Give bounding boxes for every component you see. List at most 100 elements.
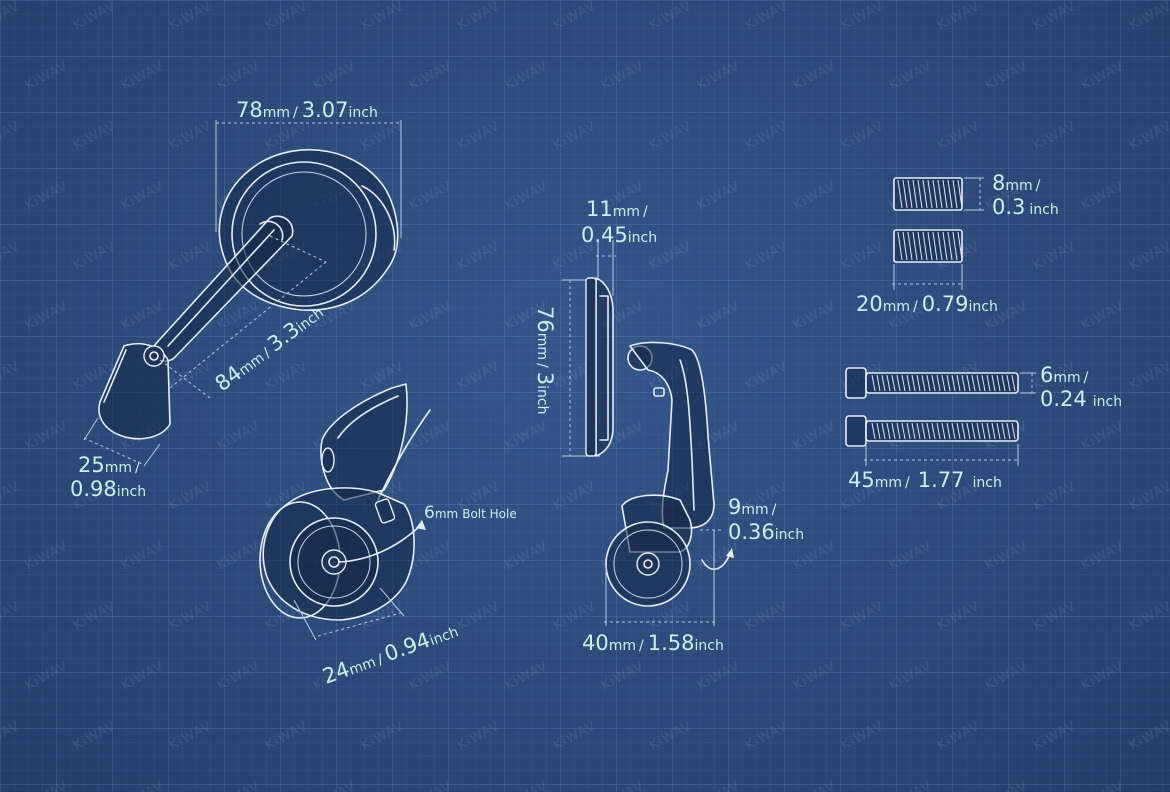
thread-line	[906, 374, 911, 392]
thread-line	[916, 422, 921, 440]
watermark-text: KiWAV	[263, 119, 311, 154]
thread-line	[936, 374, 941, 392]
watermark-text: KiWAV	[215, 419, 263, 454]
dim-mirror-height-label: 76mm/3inch	[533, 306, 557, 414]
thread-line	[896, 374, 901, 392]
thread-line	[902, 179, 908, 209]
watermark-text: KiWAV	[359, 0, 407, 34]
bolts-view	[845, 367, 1036, 466]
watermark-text: KiWAV	[935, 599, 983, 634]
thread-line	[886, 374, 891, 392]
watermark-text: KiWAV	[1031, 119, 1079, 154]
watermark-text: KiWAV	[0, 239, 23, 274]
thread-line	[901, 374, 906, 392]
watermark-text: KiWAV	[1031, 599, 1079, 634]
thread-line	[981, 374, 986, 392]
watermark-text: KiWAV	[1127, 239, 1170, 274]
watermark-text: KiWAV	[23, 539, 71, 574]
watermark-text: KiWAV	[695, 659, 743, 694]
watermark-text: KiWAV	[119, 779, 167, 792]
watermark-text: KiWAV	[359, 719, 407, 754]
watermark-text: KiWAV	[1079, 779, 1127, 792]
thread-line	[912, 179, 918, 209]
thread-line	[986, 422, 991, 440]
watermark-text: KiWAV	[215, 659, 263, 694]
watermark-text: KiWAV	[23, 659, 71, 694]
screw-threads	[897, 179, 963, 261]
watermark-text: KiWAV	[71, 0, 119, 34]
thread-line	[926, 422, 931, 440]
watermark-text: KiWAV	[935, 119, 983, 154]
watermark-text: KiWAV	[1079, 59, 1127, 94]
watermark-text: KiWAV	[407, 59, 455, 94]
watermark-text: KiWAV	[551, 0, 599, 34]
set-screws-view	[892, 177, 984, 290]
watermark-text: KiWAV	[455, 599, 503, 634]
watermark-text: KiWAV	[455, 719, 503, 754]
thread-line	[932, 179, 938, 209]
watermark-text: KiWAV	[1127, 359, 1170, 394]
thread-line	[901, 422, 906, 440]
watermark-text: KiWAV	[1127, 479, 1170, 514]
watermark-text: KiWAV	[887, 659, 935, 694]
watermark-text: KiWAV	[0, 599, 23, 634]
watermark-text: KiWAV	[647, 119, 695, 154]
thread-line	[922, 231, 928, 261]
watermark-text: KiWAV	[503, 779, 551, 792]
watermark-text: KiWAV	[23, 779, 71, 792]
watermark-text: KiWAV	[503, 179, 551, 214]
watermark-text: KiWAV	[503, 59, 551, 94]
watermark-text: KiWAV	[71, 719, 119, 754]
watermark-text: KiWAV	[935, 719, 983, 754]
clamp-detail-view	[259, 383, 431, 641]
thread-line	[881, 422, 886, 440]
watermark-text: KiWAV	[695, 299, 743, 334]
watermark-text: KiWAV	[647, 719, 695, 754]
watermark-text: KiWAV	[455, 119, 503, 154]
thread-line	[941, 422, 946, 440]
dim-screw-len-label: 20mm/0.79inch	[856, 292, 998, 316]
thread-line	[957, 231, 963, 261]
thread-line	[966, 374, 971, 392]
thread-line	[897, 179, 903, 209]
watermark-text: KiWAV	[839, 0, 887, 34]
watermark-text: KiWAV	[839, 119, 887, 154]
watermark-text: KiWAV	[1031, 239, 1079, 274]
watermark-text: KiWAV	[791, 659, 839, 694]
thread-line	[897, 231, 903, 261]
watermark-text: KiWAV	[791, 59, 839, 94]
thread-line	[916, 374, 921, 392]
watermark-text: KiWAV	[359, 119, 407, 154]
dim-side-base-label: 40mm/1.58inch	[582, 631, 724, 655]
side-view-mirror	[562, 240, 734, 626]
watermark-text: KiWAV	[839, 239, 887, 274]
thread-line	[976, 374, 981, 392]
watermark-text: KiWAV	[119, 299, 167, 334]
watermark-text: KiWAV	[983, 59, 1031, 94]
watermark-text: KiWAV	[407, 179, 455, 214]
thread-line	[906, 422, 911, 440]
watermark-text: KiWAV	[599, 59, 647, 94]
watermark-text: KiWAV	[1079, 179, 1127, 214]
thread-line	[871, 422, 876, 440]
thread-line	[991, 374, 996, 392]
thread-line	[911, 422, 916, 440]
watermark-text: KiWAV	[0, 359, 23, 394]
thread-line	[927, 231, 933, 261]
thread-line	[946, 374, 951, 392]
watermark-text: KiWAV	[791, 179, 839, 214]
thread-line	[1001, 422, 1006, 440]
thread-line	[951, 374, 956, 392]
thread-line	[876, 374, 881, 392]
watermark-text: KiWAV	[1127, 0, 1170, 34]
thread-line	[876, 422, 881, 440]
watermark-text: KiWAV	[695, 59, 743, 94]
watermark-text: KiWAV	[455, 0, 503, 34]
thread-line	[891, 422, 896, 440]
thread-line	[927, 179, 933, 209]
thread-line	[936, 422, 941, 440]
thread-line	[971, 422, 976, 440]
